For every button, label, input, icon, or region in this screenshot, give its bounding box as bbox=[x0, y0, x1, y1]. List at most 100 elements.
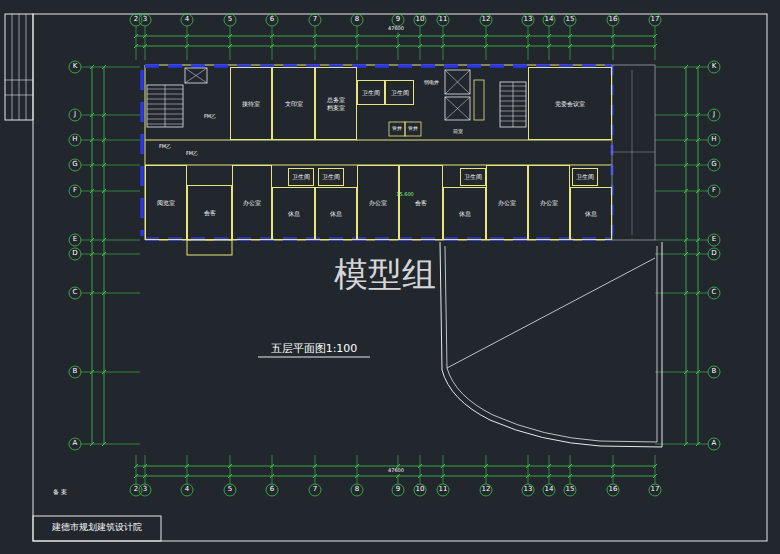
room: 卫生间 bbox=[572, 168, 598, 186]
dimension-tick bbox=[684, 138, 688, 142]
axis-bubble bbox=[480, 14, 492, 26]
axis-letter: B bbox=[712, 368, 717, 376]
room-name: 卫生间 bbox=[362, 89, 380, 97]
room: 总务室档案室 bbox=[315, 67, 357, 140]
axis-bubble bbox=[69, 438, 81, 450]
dimension-tick bbox=[526, 464, 530, 468]
dimension-tick bbox=[90, 189, 94, 193]
axis-line bbox=[81, 140, 140, 141]
axis-line bbox=[613, 455, 614, 484]
axis-line bbox=[655, 254, 708, 255]
dimension-tick bbox=[684, 291, 688, 295]
dimension-line bbox=[136, 46, 655, 47]
room-name: 办公室 bbox=[540, 199, 558, 207]
room-name: 文印室 bbox=[285, 100, 303, 108]
axis-bubble bbox=[69, 248, 81, 260]
lift-cross bbox=[445, 97, 470, 120]
axis-number: 8 bbox=[355, 16, 359, 24]
axis-bubble bbox=[708, 185, 720, 197]
room: 办公室 bbox=[486, 165, 528, 240]
axis-line bbox=[81, 254, 140, 255]
room-name: 阅览室 bbox=[157, 199, 175, 207]
title-strip-line bbox=[26, 14, 27, 120]
axis-number: 5 bbox=[228, 486, 232, 494]
axis-number: 7 bbox=[313, 16, 317, 24]
room-name: 党委会议室 bbox=[555, 100, 585, 108]
axis-line bbox=[486, 26, 487, 60]
axis-line bbox=[145, 455, 146, 484]
axis-bubble bbox=[224, 484, 236, 496]
axis-number: 17 bbox=[651, 16, 660, 24]
shaft-wall bbox=[389, 122, 405, 136]
axis-line bbox=[357, 26, 358, 60]
stair-outline bbox=[147, 85, 183, 127]
dimension-tick bbox=[102, 442, 106, 446]
dimension-tick bbox=[313, 474, 317, 478]
dimension-tick bbox=[102, 370, 106, 374]
room: 办公室 bbox=[528, 165, 570, 240]
dimension-tick bbox=[134, 44, 138, 48]
dimension-tick bbox=[102, 252, 106, 256]
dimension-tick bbox=[90, 138, 94, 142]
axis-bubble bbox=[392, 14, 404, 26]
dimension-tick bbox=[696, 65, 700, 69]
dimension-tick bbox=[684, 189, 688, 193]
axis-letter: G bbox=[72, 161, 77, 169]
title-strip-line bbox=[5, 95, 33, 96]
axis-bubble bbox=[139, 484, 151, 496]
dimension-tick bbox=[143, 474, 147, 478]
axis-number: 6 bbox=[270, 486, 274, 494]
dimension-tick bbox=[484, 34, 488, 38]
dimension-tick bbox=[484, 464, 488, 468]
balcony-line bbox=[632, 70, 633, 235]
dimension-tick bbox=[484, 474, 488, 478]
axis-letter: A bbox=[712, 440, 717, 448]
axis-bubble bbox=[708, 61, 720, 73]
room: 会客 bbox=[399, 165, 443, 240]
dimension-text: 47600 bbox=[387, 26, 405, 32]
title-strip-line bbox=[12, 14, 13, 120]
dimension-tick bbox=[526, 474, 530, 478]
room: 文印室 bbox=[272, 67, 315, 140]
dimension-tick bbox=[526, 34, 530, 38]
door-code: FM乙 bbox=[186, 151, 198, 157]
room: 党委会议室 bbox=[528, 67, 612, 140]
room-name: 总务室 bbox=[327, 96, 345, 104]
room: 休息 bbox=[315, 187, 357, 240]
dimension-tick bbox=[696, 189, 700, 193]
lift-cross bbox=[445, 70, 470, 94]
dimension-tick bbox=[653, 34, 657, 38]
axis-bubble bbox=[69, 109, 81, 121]
duct-wall bbox=[474, 80, 484, 120]
dimension-tick bbox=[684, 370, 688, 374]
dimension-tick bbox=[102, 291, 106, 295]
dimension-tick bbox=[102, 238, 106, 242]
dimension-tick bbox=[90, 291, 94, 295]
room-name: 会客 bbox=[204, 209, 216, 217]
dimension-tick bbox=[684, 238, 688, 242]
axis-number: 15 bbox=[566, 486, 575, 494]
axis-line bbox=[655, 444, 708, 445]
room: 阅览室 bbox=[145, 165, 187, 240]
dimension-line bbox=[136, 476, 655, 477]
balcony-line bbox=[612, 152, 655, 153]
axis-letter: G bbox=[711, 161, 716, 169]
dimension-tick bbox=[547, 34, 551, 38]
axis-bubble bbox=[414, 484, 426, 496]
dimension-tick bbox=[355, 44, 359, 48]
dimension-tick bbox=[696, 163, 700, 167]
title-strip-line bbox=[19, 14, 20, 120]
axis-line bbox=[528, 26, 529, 60]
axis-number: 7 bbox=[313, 486, 317, 494]
room: 办公室 bbox=[232, 165, 272, 240]
dimension-tick bbox=[313, 34, 317, 38]
dimension-tick bbox=[143, 464, 147, 468]
axis-line bbox=[443, 26, 444, 60]
axis-bubble bbox=[708, 234, 720, 246]
axis-bubble bbox=[69, 366, 81, 378]
dimension-tick bbox=[185, 34, 189, 38]
dimension-tick bbox=[684, 442, 688, 446]
axis-line bbox=[549, 26, 550, 60]
dimension-tick bbox=[355, 464, 359, 468]
